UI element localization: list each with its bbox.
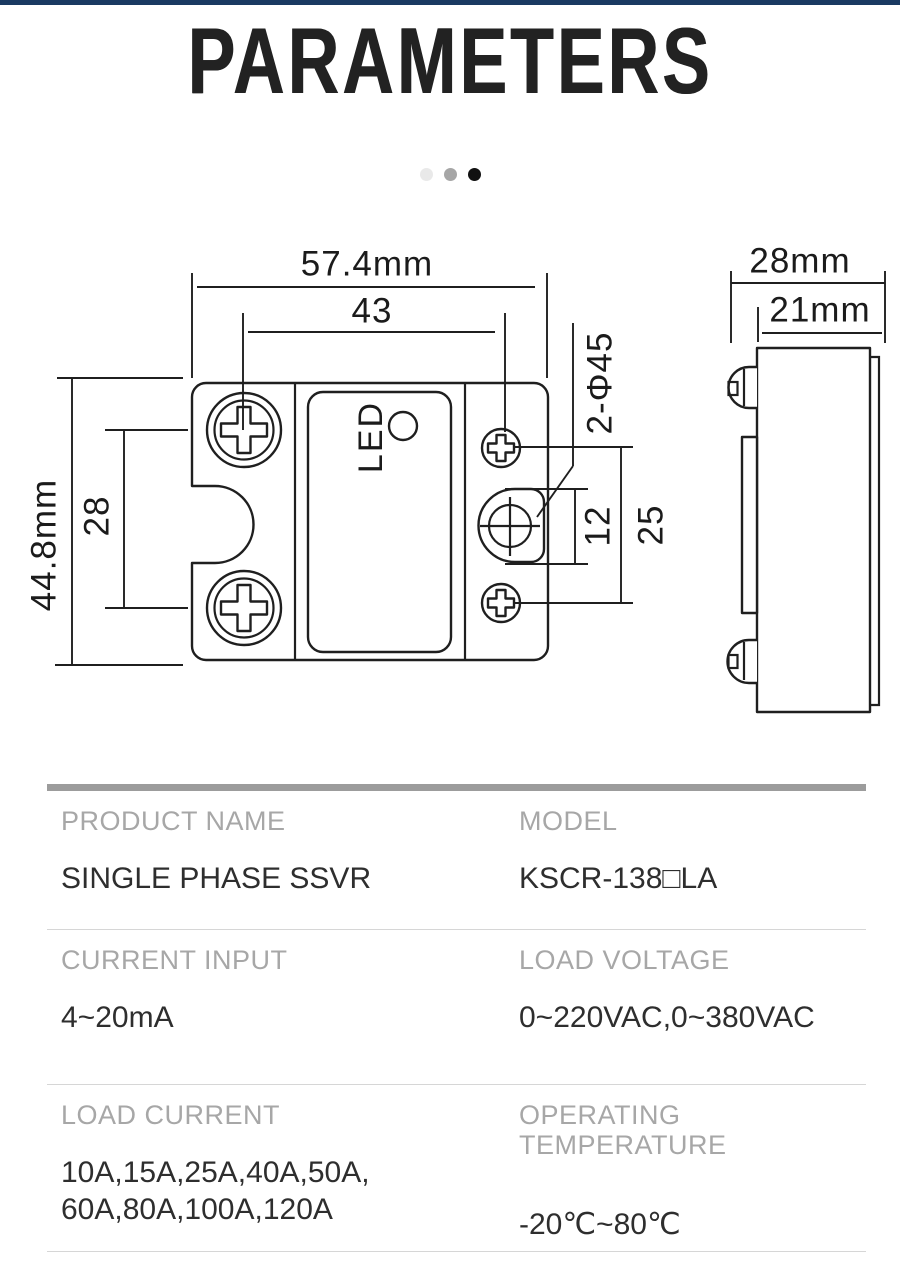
side-screw-bottom-icon [726,638,757,685]
spec-cell-operating-temperature: OPERATING TEMPERATURE -20℃~80℃ [505,1085,866,1251]
led-indicator-icon [387,410,419,442]
spec-value: 4~20mA [61,1001,174,1034]
terminal-keyhole-icon [477,487,546,564]
spec-cell-load-current: LOAD CURRENT 10A,15A,25A,40A,50A, 60A,80… [47,1085,505,1251]
carousel-dot-3-active[interactable] [467,168,481,181]
table-row: LOAD CURRENT 10A,15A,25A,40A,50A, 60A,80… [47,1085,866,1252]
side-dimension-lines [730,271,886,343]
table-row: PRODUCT NAME SINGLE PHASE SSVR MODEL KSC… [47,791,866,930]
table-row: CURRENT INPUT 4~20mA LOAD VOLTAGE 0~220V… [47,930,866,1085]
side-back-plate [870,355,881,707]
spec-label: PRODUCT NAME [61,806,286,836]
spec-label: MODEL [519,806,618,836]
dimension-drawing: LED [25,242,886,714]
spec-cell-model: MODEL KSCR-138□LA [505,791,866,929]
dim-front-hole-spacing-h: 43 [352,292,393,331]
spec-table-top-divider [47,784,866,791]
side-body-outline [755,346,872,714]
dim-front-overall-width: 57.4mm [301,245,433,284]
top-accent-bar [0,0,900,5]
carousel-dot-2[interactable] [443,168,457,181]
side-heatsink-plate [740,435,759,615]
dim-front-hole-spacing-v: 28 [78,496,117,537]
side-view-drawing: 28mm 21mm [726,242,886,714]
dim-front-overall-height: 44.8mm [25,479,64,611]
dim-side-overall-depth: 28mm [749,242,850,281]
spec-value: KSCR-138□LA [519,862,718,895]
center-cover-panel [306,390,453,654]
dim-terminal-spacing: 25 [632,505,671,546]
spec-cell-product-name: PRODUCT NAME SINGLE PHASE SSVR [47,791,505,929]
spec-value: 0~220VAC,0~380VAC [519,1001,815,1034]
dim-side-body-depth: 21mm [769,291,870,330]
screw-top-left-icon [205,391,283,469]
page-title: PARAMETERS [187,8,713,113]
dim-terminal-slot: 12 [579,506,618,547]
spec-value: 10A,15A,25A,40A,50A, 60A,80A,100A,120A [61,1156,370,1226]
screw-bottom-left-icon [205,569,283,647]
spec-value: -20℃~80℃ [519,1208,681,1241]
front-dimension-lines [55,273,633,666]
spec-value: SINGLE PHASE SSVR [61,862,372,895]
spec-label: OPERATING TEMPERATURE [519,1100,727,1160]
spec-cell-load-voltage: LOAD VOLTAGE 0~220VAC,0~380VAC [505,930,866,1084]
carousel-dots [0,168,900,181]
spec-label: LOAD VOLTAGE [519,945,730,975]
spec-label: LOAD CURRENT [61,1100,281,1130]
spec-label: CURRENT INPUT [61,945,288,975]
spec-cell-current-input: CURRENT INPUT 4~20mA [47,930,505,1084]
spec-table: PRODUCT NAME SINGLE PHASE SSVR MODEL KSC… [47,784,866,1252]
dim-mounting-holes: 2-Φ45 [581,332,620,435]
carousel-dot-1[interactable] [419,168,433,181]
led-label: LED [352,401,390,473]
side-screw-top-icon [727,365,757,410]
front-view-drawing: LED [25,245,671,666]
terminal-screw-top-icon [480,427,522,469]
